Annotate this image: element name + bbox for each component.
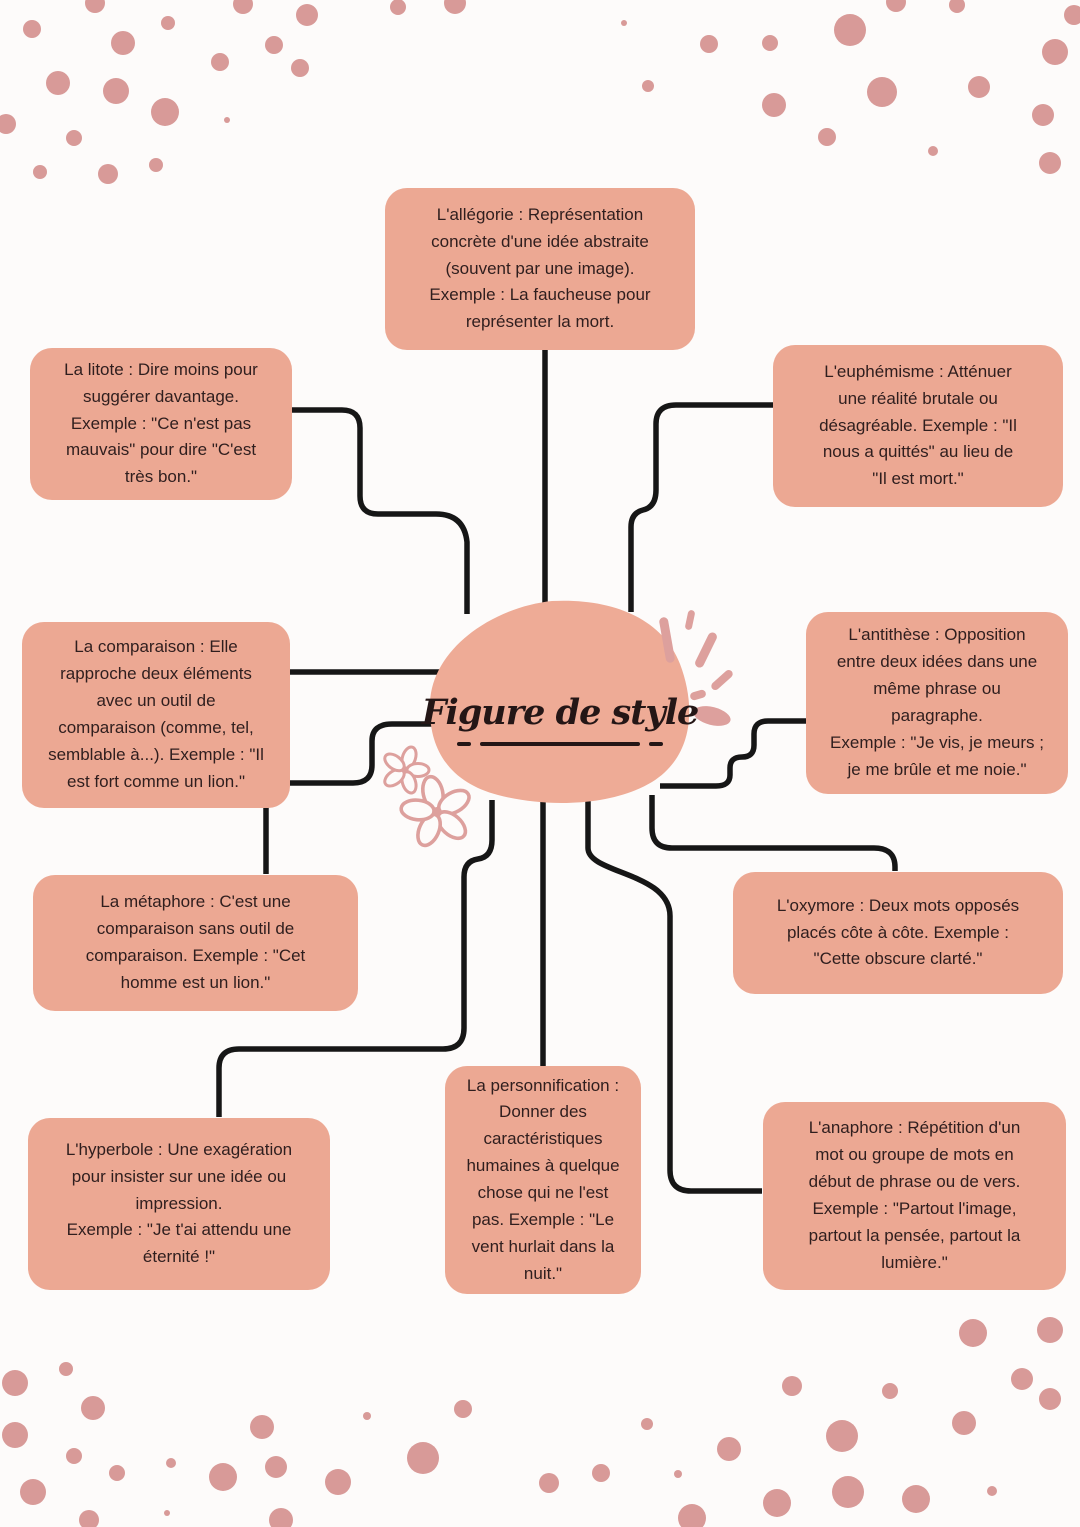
- node-comparaison-text: La comparaison : Elle rapproche deux élé…: [48, 637, 264, 791]
- flower-doodle-small: [383, 745, 431, 795]
- node-hyperbole-text: L'hyperbole : Une exagération pour insis…: [65, 1139, 293, 1267]
- node-litote: La litote : Dire moins pour suggérer dav…: [30, 348, 292, 500]
- node-personnification: La personnification : Donner des caracté…: [445, 1066, 641, 1294]
- connector-litote: [292, 407, 470, 614]
- node-oxymore: L'oxymore : Deux mots opposés placés côt…: [733, 872, 1063, 994]
- node-litote-text: La litote : Dire moins pour suggérer dav…: [64, 359, 258, 487]
- connector-anaphore: [585, 800, 762, 1194]
- connector-antithese: [660, 718, 806, 789]
- center-blob: [429, 600, 690, 803]
- node-antithese: L'antithèse : Opposition entre deux idée…: [806, 612, 1068, 794]
- node-hyperbole: L'hyperbole : Une exagération pour insis…: [28, 1118, 330, 1290]
- node-anaphore: L'anaphore : Répétition d'un mot ou grou…: [763, 1102, 1066, 1290]
- map-title: Figure de style: [421, 692, 700, 733]
- underline-dash-right: [649, 742, 663, 746]
- node-comparaison: La comparaison : Elle rapproche deux élé…: [22, 622, 290, 808]
- node-allegorie-text: L'allégorie : Représentation concrète d'…: [429, 204, 651, 332]
- node-oxymore-text: L'oxymore : Deux mots opposés placés côt…: [776, 895, 1020, 969]
- node-allegorie: L'allégorie : Représentation concrète d'…: [385, 188, 695, 350]
- node-metaphore: La métaphore : C'est une comparaison san…: [33, 875, 358, 1011]
- node-euphemisme-text: L'euphémisme : Atténuer une réalité brut…: [819, 361, 1017, 489]
- sparkle-doodle: [659, 610, 733, 726]
- connector-hyperbole: [216, 800, 495, 1117]
- node-personnification-text: La personnification : Donner des caracté…: [466, 1075, 620, 1283]
- node-antithese-text: L'antithèse : Opposition entre deux idée…: [830, 625, 1044, 779]
- flower-doodle-large: [399, 774, 471, 848]
- node-anaphore-text: L'anaphore : Répétition d'un mot ou grou…: [808, 1118, 1021, 1272]
- connector-oxymore: [649, 795, 898, 871]
- connector-lines: [216, 349, 898, 1194]
- underline-dash-center: [480, 742, 640, 746]
- underline-dash-left: [457, 742, 471, 746]
- node-euphemisme: L'euphémisme : Atténuer une réalité brut…: [773, 345, 1063, 507]
- title-underline: [435, 742, 685, 746]
- node-metaphore-text: La métaphore : C'est une comparaison san…: [85, 892, 306, 992]
- connector-euphemisme: [628, 402, 773, 612]
